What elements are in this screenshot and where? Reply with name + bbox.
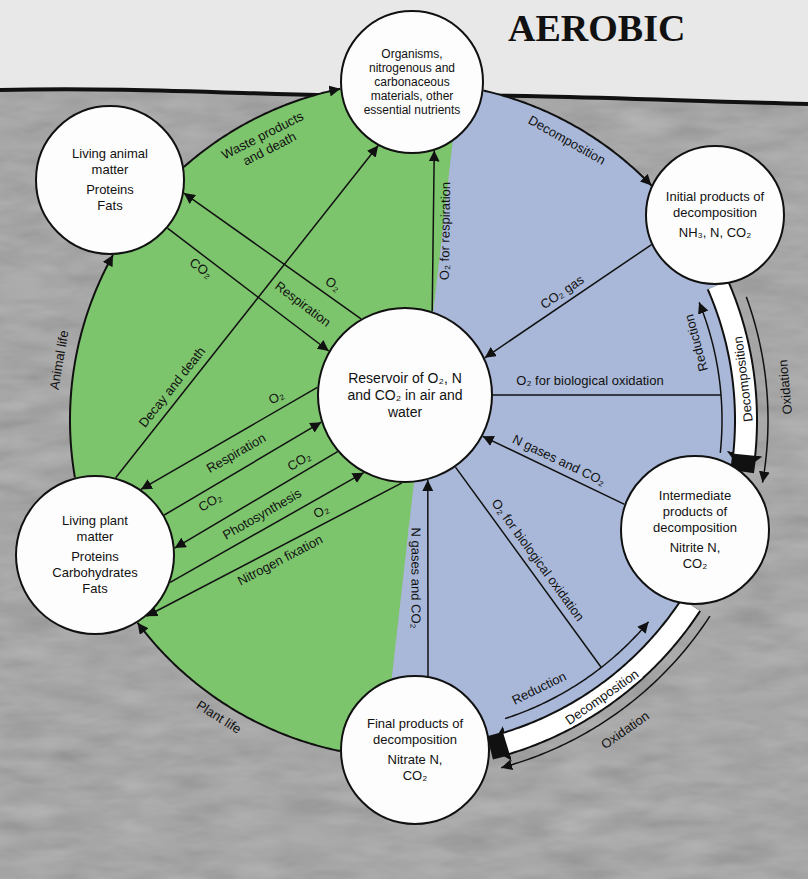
- node-content: Reservoir of O₂, N and CO₂ in air and wa…: [343, 370, 467, 421]
- node-circle: Reservoir of O₂, N and CO₂ in air and wa…: [317, 307, 493, 483]
- edge-label: CO₂: [185, 254, 217, 283]
- node-circle: Initial products of decompositionNH₃, N,…: [645, 145, 785, 285]
- diagram-title: AEROBIC: [508, 6, 685, 50]
- node-content: Living animal matterProteins Fats: [65, 146, 155, 214]
- flow-label: Respiration: [202, 429, 270, 477]
- node-body: NH₃, N, CO₂: [663, 225, 767, 241]
- edge-label: O₂: [264, 386, 288, 409]
- band-fill: [506, 605, 691, 743]
- node-content: Living plant matterProteins Carbohydrate…: [45, 513, 145, 597]
- node-circle: Living animal matterProteins Fats: [35, 105, 185, 255]
- edge-label: O₂: [309, 499, 333, 522]
- cycle-arc: [138, 623, 340, 751]
- cycle-arc: [483, 91, 651, 186]
- node-content: Intermediate products of decompositionNi…: [645, 488, 745, 572]
- flow-label: O₂ for biological oxidation: [487, 494, 588, 625]
- node-content: Organisms, nitrogenous and carbonaceous …: [360, 47, 464, 117]
- flow-arrow: [184, 193, 361, 319]
- flow-arrow: [427, 480, 429, 676]
- edge-label: Plant life: [193, 696, 247, 738]
- edge-label: Nitrogen fixation: [233, 531, 327, 590]
- oxygen-line: [455, 467, 601, 667]
- flow-label: Oxidation: [597, 707, 654, 753]
- flow-label: Oxidation: [775, 357, 795, 417]
- node-circle: Intermediate products of decompositionNi…: [620, 455, 770, 605]
- edge-label: N gases and CO₂: [508, 430, 609, 489]
- circle-shape: [36, 106, 184, 254]
- node-heading: Organisms, nitrogenous and carbonaceous …: [360, 47, 464, 117]
- edge-label: Decay and death: [134, 342, 209, 432]
- node-heading: Reservoir of O₂, N and CO₂ in air and wa…: [343, 370, 467, 421]
- edge-label: Animal life: [46, 328, 72, 394]
- edge-label: Decomposition: [731, 333, 757, 424]
- edge-label: O₂ for respiration: [437, 180, 453, 282]
- node-circle: Living plant matterProteins Carbohydrate…: [15, 475, 175, 635]
- circle-outline: [340, 675, 490, 825]
- node-heading: Living plant matter: [45, 513, 145, 545]
- circle-shape: [341, 676, 489, 824]
- node-body: Proteins Fats: [75, 182, 145, 214]
- cycle-arc: [70, 255, 113, 478]
- edge-label: Decomposition: [524, 111, 610, 168]
- node-body: Proteins Carbohydrates Fats: [45, 549, 145, 597]
- edge-label: Waste products and death: [213, 105, 319, 179]
- circle-shape: [318, 308, 492, 482]
- edge-label: CO₂ gas: [536, 271, 588, 313]
- circle-shape: [621, 456, 769, 604]
- edge-label: CO₂: [283, 447, 315, 474]
- edge-label: CO₂: [194, 488, 226, 515]
- reduction-arrow: [699, 302, 722, 452]
- flow-label: Reduction: [508, 668, 571, 709]
- flow-label: Photosynthesis: [218, 484, 305, 543]
- edge-label: N gases and CO₂: [408, 525, 423, 630]
- oxygen-line: [493, 394, 721, 396]
- circle-shape: [646, 146, 784, 284]
- flow-arrow: [483, 436, 625, 504]
- node-circle: Final products of decompositionNitrate N…: [340, 675, 490, 825]
- node-heading: Final products of decomposition: [365, 716, 465, 748]
- node-heading: Initial products of decomposition: [665, 189, 765, 221]
- decomposition-band: [490, 605, 691, 748]
- flow-arrow: [432, 150, 434, 311]
- node-heading: Intermediate products of decomposition: [645, 488, 745, 536]
- flow-arrow: [146, 483, 402, 616]
- node-body: Nitrate N, CO₂: [380, 752, 450, 784]
- node-body: Nitrite N, CO₂: [660, 540, 730, 572]
- edge-label: O₂: [320, 272, 344, 295]
- node-circle: Organisms, nitrogenous and carbonaceous …: [340, 10, 484, 154]
- flow-arrow: [167, 228, 328, 351]
- circle-shape: [341, 11, 483, 153]
- circle-outline: [35, 105, 185, 255]
- node-content: Initial products of decompositionNH₃, N,…: [663, 189, 767, 241]
- circle-shape: [16, 476, 174, 634]
- flow-label: O₂ for biological oxidation: [514, 373, 665, 388]
- flow-label: Reduction: [681, 311, 712, 375]
- flow-arrow: [485, 245, 652, 358]
- node-content: Final products of decompositionNitrate N…: [365, 716, 465, 784]
- node-heading: Living animal matter: [65, 146, 155, 178]
